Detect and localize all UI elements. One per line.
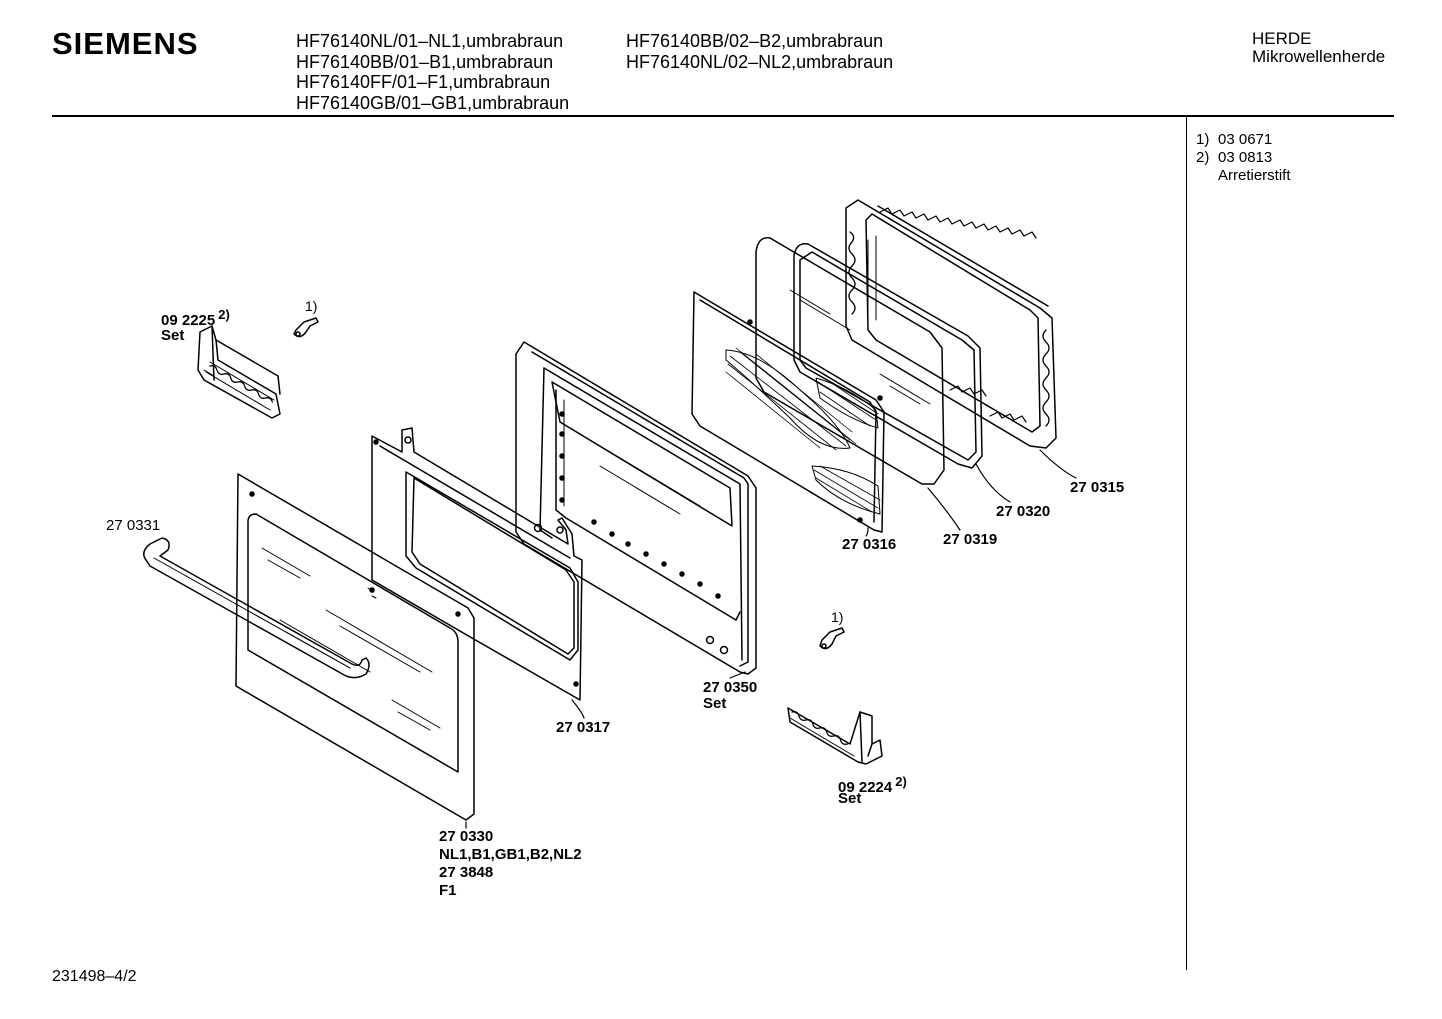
footnote-2-desc: Arretierstift xyxy=(1218,167,1291,184)
model-list-1: HF76140NL/01–NL1,umbrabraun HF76140BB/01… xyxy=(296,31,569,113)
choke-frame xyxy=(845,199,1057,449)
footnotes: 1)03 0671 2)03 0813 Arretierstift xyxy=(1196,131,1291,185)
left-hinge xyxy=(197,325,281,419)
model-line: HF76140BB/01–B1,umbrabraun xyxy=(296,51,554,72)
left-locking-pin xyxy=(293,317,319,338)
model-line: HF76140NL/01–NL1,umbrabraun xyxy=(296,31,564,51)
label-hinge-right-set: Set xyxy=(838,790,862,807)
leader-lines xyxy=(465,449,1077,829)
document-number: 231498–4/2 xyxy=(52,968,137,985)
model-line: HF76140NL/02–NL2,umbrabraun xyxy=(626,51,894,72)
model-line: HF76140FF/01–F1,umbrabraun xyxy=(296,72,551,92)
label-door-frame: 27 0350 xyxy=(703,679,758,696)
model-line: HF76140GB/01–GB1,umbrabraun xyxy=(296,92,570,113)
footnote-1: 1)03 0671 xyxy=(1196,131,1273,148)
right-hinge xyxy=(787,707,883,765)
mesh-panel xyxy=(691,291,885,533)
label-inner-panel: 27 0317 xyxy=(556,719,611,736)
door-seal xyxy=(793,243,983,469)
outer-panel xyxy=(235,473,475,821)
header-divider xyxy=(52,115,1394,117)
right-locking-pin xyxy=(819,627,845,650)
label-outer-panel: 27 0330 NL1,B1,GB1,B2,NL2 27 3848 F1 xyxy=(439,828,582,899)
label-glass-pane: 27 0319 xyxy=(943,531,998,548)
label-pin-right: 1) xyxy=(831,609,844,625)
label-door-frame-set: Set xyxy=(703,695,727,712)
notes-divider xyxy=(1186,117,1187,970)
label-pin-left: 1) xyxy=(305,298,318,314)
category-block: HERDE Mikrowellenherde xyxy=(1252,30,1385,66)
model-list-2: HF76140BB/02–B2,umbrabraun HF76140NL/02–… xyxy=(626,31,893,72)
label-handle: 27 0331 xyxy=(106,517,161,534)
door-frame xyxy=(515,341,757,675)
inner-panel xyxy=(371,427,583,701)
category-title: HERDE xyxy=(1252,29,1312,48)
glass-pane xyxy=(755,237,945,485)
brand-logo: SIEMENS xyxy=(52,26,199,61)
door-handle xyxy=(143,537,370,679)
label-hinge-left-set: Set xyxy=(161,327,185,344)
label-mesh-panel: 27 0316 xyxy=(842,536,897,553)
category-subtitle: Mikrowellenherde xyxy=(1252,47,1386,66)
label-choke-frame: 27 0315 xyxy=(1070,479,1125,496)
label-seal: 27 0320 xyxy=(996,503,1051,520)
footnote-2: 2)03 0813 xyxy=(1196,149,1273,166)
model-line: HF76140BB/02–B2,umbrabraun xyxy=(626,31,884,51)
